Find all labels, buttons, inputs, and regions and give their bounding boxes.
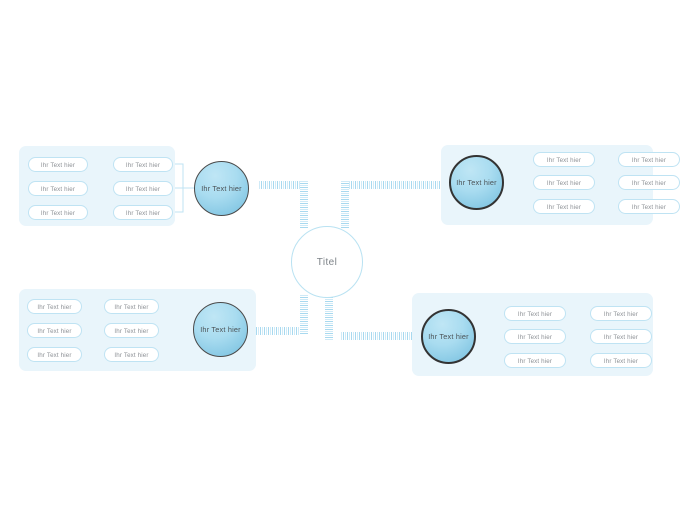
leaf-node[interactable]: Ihr Text hier [618, 175, 680, 190]
connector-center-to-top-left-vertical [300, 181, 308, 229]
leaf-node[interactable]: Ihr Text hier [618, 199, 680, 214]
center-title-node[interactable]: Titel [291, 226, 363, 298]
leaf-node[interactable]: Ihr Text hier [533, 152, 595, 167]
leaf-node[interactable]: Ihr Text hier [618, 152, 680, 167]
leaf-node[interactable]: Ihr Text hier [104, 323, 159, 338]
leaf-node[interactable]: Ihr Text hier [590, 353, 652, 368]
leaf-node[interactable]: Ihr Text hier [533, 199, 595, 214]
leaf-node[interactable]: Ihr Text hier [113, 157, 173, 172]
leaf-node[interactable]: Ihr Text hier [104, 299, 159, 314]
leaf-node[interactable]: Ihr Text hier [27, 299, 82, 314]
branch-node-top-left[interactable]: Ihr Text hier [194, 161, 249, 216]
branch-node-bottom-right[interactable]: Ihr Text hier [421, 309, 476, 364]
leaf-node[interactable]: Ihr Text hier [104, 347, 159, 362]
leaf-node[interactable]: Ihr Text hier [113, 181, 173, 196]
connector-center-to-bottom-left-vertical [300, 295, 308, 335]
leaf-node[interactable]: Ihr Text hier [590, 306, 652, 321]
leaf-node[interactable]: Ihr Text hier [28, 205, 88, 220]
leaf-node[interactable]: Ihr Text hier [504, 353, 566, 368]
connector-center-to-bottom-left [246, 327, 307, 335]
leaf-node[interactable]: Ihr Text hier [27, 347, 82, 362]
connector-center-to-top-left [259, 181, 307, 189]
leaf-node[interactable]: Ihr Text hier [113, 205, 173, 220]
leaf-node[interactable]: Ihr Text hier [28, 181, 88, 196]
leaf-node[interactable]: Ihr Text hier [27, 323, 82, 338]
connector-center-to-bottom-right-vertical [325, 295, 333, 340]
branch-node-top-right[interactable]: Ihr Text hier [449, 155, 504, 210]
connector-center-to-bottom-right [341, 332, 421, 340]
connector-center-to-top-right-vertical [341, 181, 349, 229]
leaf-node[interactable]: Ihr Text hier [28, 157, 88, 172]
connector-center-to-top-right [341, 181, 444, 189]
branch-node-bottom-left[interactable]: Ihr Text hier [193, 302, 248, 357]
leaf-node[interactable]: Ihr Text hier [533, 175, 595, 190]
leaf-node[interactable]: Ihr Text hier [504, 329, 566, 344]
leaf-node[interactable]: Ihr Text hier [590, 329, 652, 344]
leaf-node[interactable]: Ihr Text hier [504, 306, 566, 321]
